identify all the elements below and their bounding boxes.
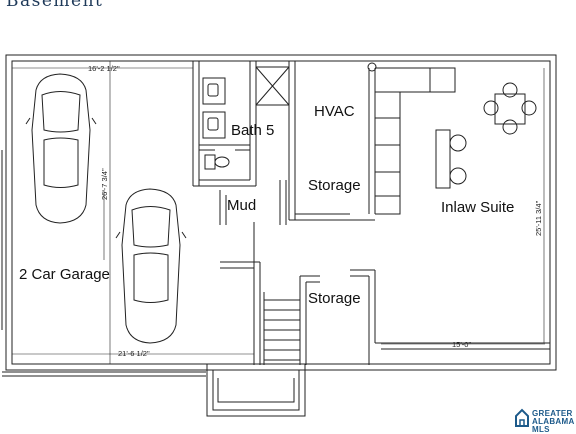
mls-logo-line1: GREATER xyxy=(532,409,573,418)
kitchen-island xyxy=(435,129,451,189)
stairs xyxy=(263,292,300,365)
room-label-storage-lower: Storage xyxy=(308,290,361,307)
mls-logo: GREATER ALABAMA MLS xyxy=(514,408,574,434)
lower-storage-wall xyxy=(299,276,307,365)
dim-garage-bottom: 21'-6 1/2" xyxy=(118,349,150,358)
mls-logo-line2: ALABAMA MLS xyxy=(532,417,575,434)
room-label-mud: Mud xyxy=(227,197,256,214)
car-icon xyxy=(25,73,97,224)
room-label-garage: 2 Car Garage xyxy=(19,266,110,283)
stair-wall xyxy=(253,222,261,365)
dim-inlaw-width: 15'-0" xyxy=(452,340,471,349)
dim-inlaw-depth: 25'-11 3/4" xyxy=(534,200,543,236)
room-label-storage-upper: Storage xyxy=(308,177,361,194)
kitchen-counter xyxy=(375,67,456,215)
dining-table xyxy=(494,93,526,125)
room-label-inlaw: Inlaw Suite xyxy=(441,199,514,216)
car-icon xyxy=(115,188,187,344)
mls-logo-icon xyxy=(515,408,529,427)
dim-garage-top: 16'-2 1/2" xyxy=(88,64,120,73)
room-label-hvac: HVAC xyxy=(314,103,355,120)
outer-wall-inner xyxy=(11,60,551,365)
hvac-wall xyxy=(288,61,296,220)
garage-wall xyxy=(192,61,200,186)
dim-garage-depth: 26'-7 3/4" xyxy=(100,168,109,200)
room-label-bath: Bath 5 xyxy=(231,122,274,139)
stair-well xyxy=(206,364,306,417)
page-title: Basement xyxy=(6,0,104,11)
